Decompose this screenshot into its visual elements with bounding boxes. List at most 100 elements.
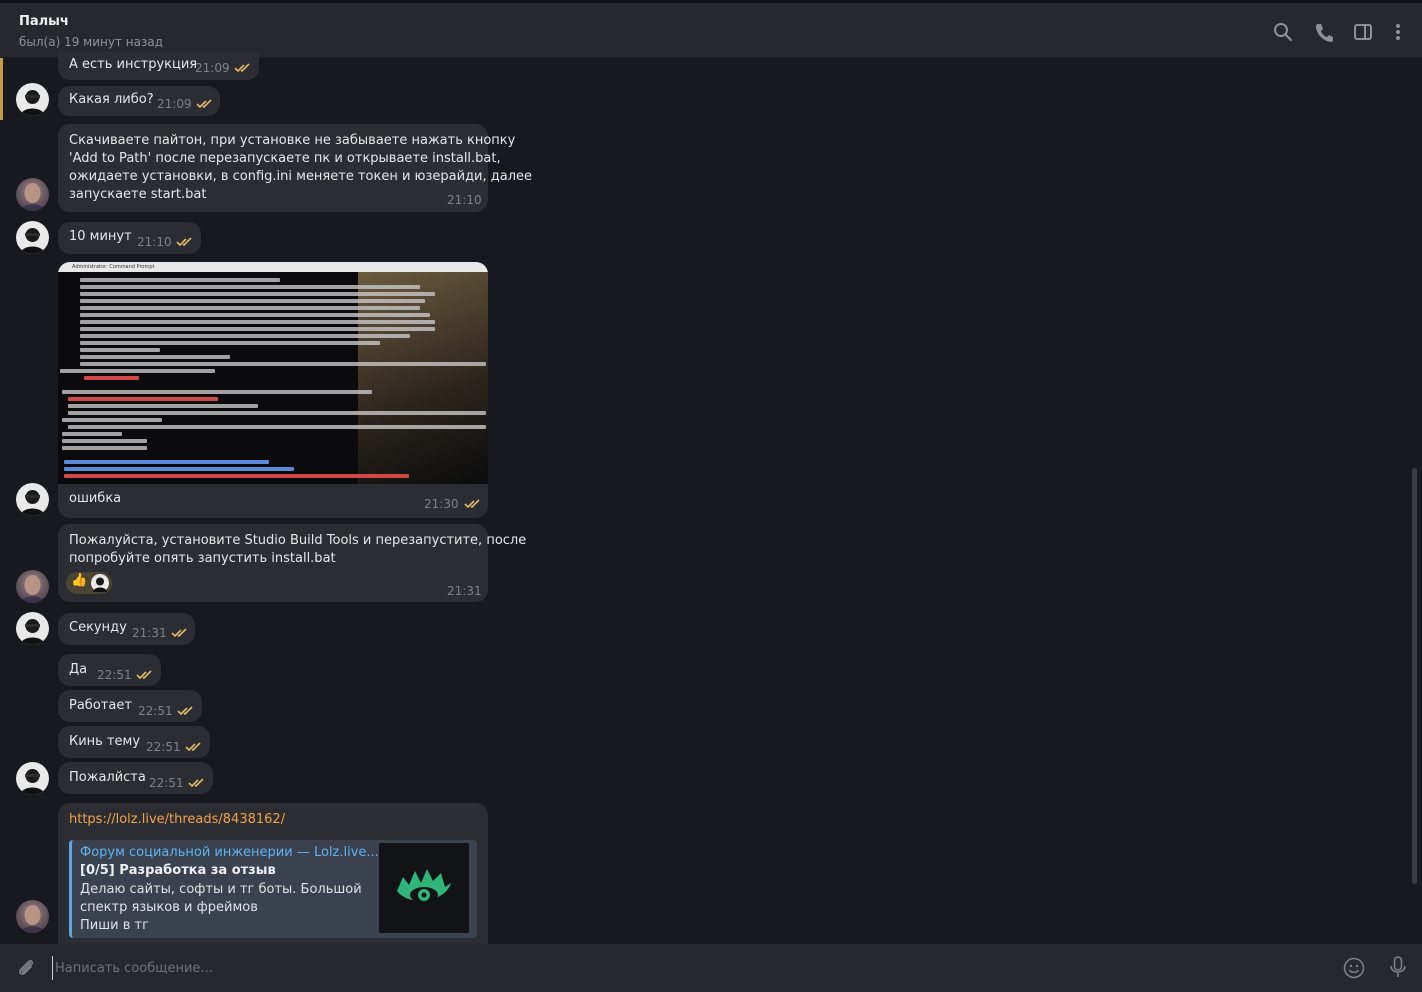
message-text: Кинь тему: [69, 734, 141, 749]
terminal-line: [62, 432, 122, 436]
contact-status: был(а) 19 минут назад: [19, 35, 163, 49]
terminal-error-line: [64, 474, 409, 478]
link-preview[interactable]: Форум социальной инженерии — Lolz.live..…: [69, 840, 477, 938]
terminal-notice-line: [64, 467, 294, 471]
message-time: 21:10: [447, 193, 482, 207]
terminal-notice-line: [64, 460, 269, 464]
double-check-icon: [177, 706, 193, 716]
terminal-line: [80, 278, 280, 282]
message-bubble[interactable]: Пожалуйста, установите Studio Build Tool…: [58, 524, 526, 602]
terminal-error-line: [84, 376, 139, 380]
preview-desc-line: Пиши в тг: [80, 918, 149, 933]
lolz-logo-icon: [397, 869, 451, 903]
message-link[interactable]: https://lolz.live/threads/8438162/: [69, 812, 286, 827]
microphone-icon[interactable]: [1386, 955, 1410, 979]
terminal-line: [68, 404, 258, 408]
contact-name[interactable]: Палыч: [19, 14, 69, 29]
preview-title: [0/5] Разработка за отзыв: [80, 863, 276, 878]
preview-desc-line: Делаю сайты, софты и тг боты. Большой: [80, 882, 362, 897]
terminal-line: [80, 341, 380, 345]
window-top-border: [0, 0, 1422, 3]
message-text: Какая либо?: [69, 92, 154, 107]
terminal-line: [80, 306, 420, 310]
screenshot-image[interactable]: Administrator: Command Prompt: [58, 262, 488, 484]
avatar[interactable]: [16, 83, 49, 116]
terminal-titlebar: Administrator: Command Prompt: [58, 262, 488, 272]
message-line: Скачиваете пайтон, при установке не забы…: [69, 133, 516, 148]
preview-desc-line: спектр языков и фреймов: [80, 900, 258, 915]
message-time: 21:30: [424, 497, 459, 511]
attach-icon[interactable]: [14, 956, 38, 980]
terminal-error-line: [68, 397, 218, 401]
message-bubble[interactable]: ошибка 21:30: [58, 484, 488, 518]
avatar[interactable]: [16, 900, 49, 933]
reaction-badge[interactable]: 👍: [66, 572, 112, 594]
terminal-line: [80, 327, 435, 331]
message-input[interactable]: [52, 956, 1312, 980]
terminal-line: [62, 446, 147, 450]
message-text: А есть инструкция: [69, 57, 198, 72]
search-icon[interactable]: [1272, 21, 1294, 43]
preview-description: Делаю сайты, софты и тг боты. Большой сп…: [80, 881, 370, 935]
message-time: 21:31: [447, 584, 482, 598]
terminal-line: [80, 355, 230, 359]
double-check-icon: [234, 63, 250, 73]
message-bubble[interactable]: Да 22:51: [58, 654, 161, 686]
message-bubble[interactable]: Секунду 21:31: [58, 613, 195, 645]
terminal-line: [60, 369, 215, 373]
message-time: 21:09: [195, 61, 230, 75]
terminal-line: [80, 299, 425, 303]
message-line: 'Add to Path' после перезапускаете пк и …: [69, 151, 501, 166]
terminal-line: [80, 334, 410, 338]
message-bubble[interactable]: 10 минут 21:10: [58, 222, 201, 254]
terminal-line: [62, 390, 372, 394]
message-bubble[interactable]: https://lolz.live/threads/8438162/ Форум…: [58, 803, 488, 953]
message-bubble[interactable]: Работает 22:51: [58, 690, 202, 722]
avatar[interactable]: [16, 483, 49, 516]
message-bubble[interactable]: Кинь тему 22:51: [58, 726, 210, 758]
double-check-icon: [196, 99, 212, 109]
unread-indicator: [0, 58, 3, 120]
avatar[interactable]: [16, 570, 49, 603]
double-check-icon: [185, 742, 201, 752]
phone-icon[interactable]: [1313, 21, 1335, 43]
terminal-line: [62, 439, 147, 443]
message-line: попробуйте опять запустить install.bat: [69, 551, 336, 566]
terminal-line: [68, 425, 486, 429]
avatar[interactable]: [16, 178, 49, 211]
message-time: 22:51: [146, 740, 181, 754]
avatar[interactable]: [16, 612, 49, 645]
double-check-icon: [188, 778, 204, 788]
message-text: Пожалйста: [69, 770, 146, 785]
terminal-title: Administrator: Command Prompt: [72, 264, 155, 270]
avatar[interactable]: [16, 762, 49, 795]
more-icon[interactable]: [1387, 21, 1409, 43]
message-time: 21:09: [157, 97, 192, 111]
message-bubble[interactable]: Скачиваете пайтон, при установке не забы…: [58, 124, 532, 212]
reactor-avatar: [91, 574, 109, 592]
double-check-icon: [464, 499, 480, 509]
thumbs-up-reaction: 👍: [71, 573, 88, 588]
scrollbar[interactable]: [1412, 468, 1417, 884]
chat-header[interactable]: Палыч был(а) 19 минут назад: [0, 3, 1422, 58]
message-bubble[interactable]: Пожалйста 22:51: [58, 762, 213, 794]
preview-thumbnail: [379, 843, 469, 933]
message-line: ожидаете установки, в config.ini меняете…: [69, 169, 533, 184]
terminal-line: [80, 285, 420, 289]
sidebar-toggle-icon[interactable]: [1352, 21, 1374, 43]
message-time: 22:51: [138, 704, 173, 718]
avatar[interactable]: [16, 221, 49, 254]
message-line: запускаете start.bat: [69, 187, 207, 202]
double-check-icon: [176, 237, 192, 247]
terminal-background-glow: [358, 272, 488, 484]
terminal-line: [68, 411, 486, 415]
message-bubble[interactable]: А есть инструкция 21:09: [58, 52, 259, 80]
double-check-icon: [136, 670, 152, 680]
emoji-icon[interactable]: [1342, 956, 1366, 980]
message-text: 10 минут: [69, 229, 132, 244]
terminal-line: [80, 320, 435, 324]
message-time: 21:10: [137, 235, 172, 249]
terminal-line: [62, 418, 162, 422]
message-bubble[interactable]: Какая либо? 21:09: [58, 86, 220, 116]
